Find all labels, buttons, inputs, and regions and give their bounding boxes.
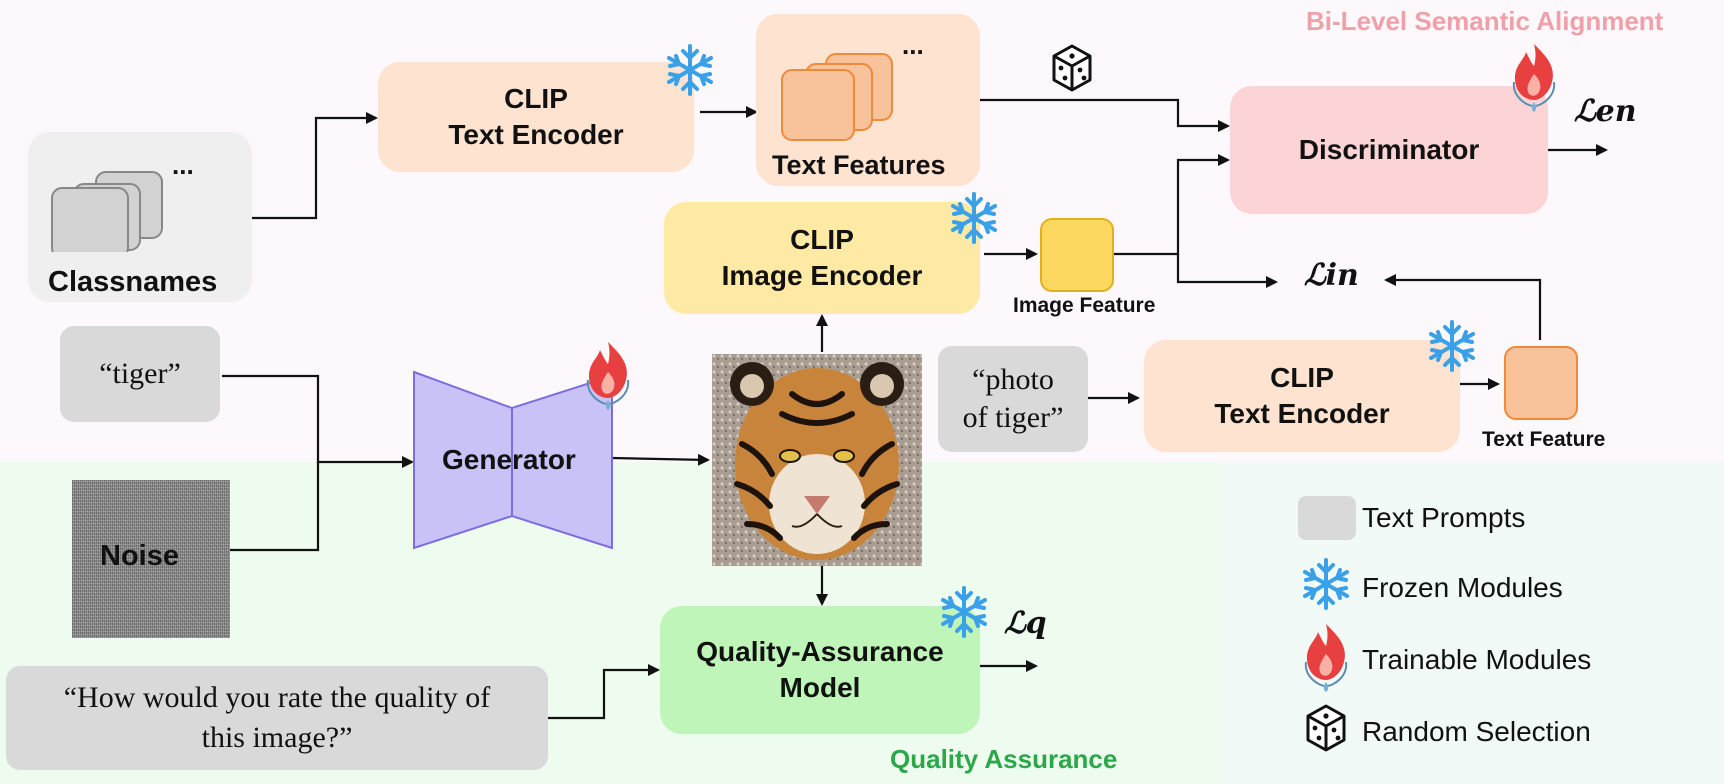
- classnames-ellipsis: ...: [172, 150, 194, 180]
- legend-frozen-modules: Frozen Modules: [1362, 572, 1563, 603]
- clip-text-encoder-right-line2: Text Encoder: [1214, 398, 1390, 429]
- tiger-image: [712, 354, 922, 566]
- arrow-noise-to-generator: [230, 462, 320, 552]
- clip-text-encoder-right-line1: CLIP: [1270, 362, 1334, 393]
- photo-prompt-line1: “photo: [972, 363, 1054, 396]
- generator-label: Generator: [442, 444, 576, 475]
- clip-text-encoder-top-line2: Text Encoder: [448, 119, 624, 150]
- arrow-tiger-to-generator: [222, 374, 414, 468]
- image-feature-square: [1040, 218, 1114, 292]
- qa-question-line1: “How would you rate the quality of: [63, 681, 491, 714]
- qa-question-prompt: “How would you rate the quality of this …: [6, 666, 548, 770]
- image-feature-label: Image Feature: [1013, 294, 1156, 317]
- qa-model: Quality-Assurance Model: [660, 606, 980, 734]
- classnames-panel: ... Classnames: [28, 132, 252, 302]
- noise-label: Noise: [100, 540, 179, 572]
- clip-text-encoder-right: CLIP Text Encoder: [1144, 340, 1460, 452]
- text-features-panel: ... Text Features: [756, 14, 980, 186]
- arrow-textfeature-to-lin: [1384, 274, 1542, 340]
- tiger-prompt: “tiger”: [60, 326, 220, 422]
- classnames-stack-icon: [51, 171, 163, 252]
- text-features-ellipsis: ...: [902, 30, 924, 60]
- arrow-feature-to-lin: [1176, 254, 1278, 288]
- loss-in: ℒin: [1304, 258, 1359, 293]
- text-feature-label: Text Feature: [1482, 428, 1606, 451]
- clip-image-encoder-line1: CLIP: [790, 224, 854, 255]
- text-features-stack-icon: [781, 53, 893, 141]
- arrow-generator-to-image: [611, 453, 710, 466]
- legend-text-prompts: Text Prompts: [1362, 502, 1526, 533]
- discriminator: Discriminator: [1230, 86, 1548, 214]
- loss-en: ℒen: [1574, 94, 1637, 129]
- arrow-features-to-discriminator: [978, 98, 1230, 132]
- arrow-feature-to-discriminator: [1112, 154, 1230, 256]
- arrow-classnames-to-text-encoder: [252, 112, 378, 220]
- photo-prompt: “photo of tiger”: [938, 346, 1088, 452]
- clip-image-encoder: CLIP Image Encoder: [664, 202, 980, 314]
- qa-model-line2: Model: [779, 672, 861, 703]
- text-features-label: Text Features: [772, 150, 946, 180]
- classnames-label: Classnames: [48, 266, 218, 298]
- bilevel-title: Bi-Level Semantic Alignment: [1306, 6, 1664, 36]
- noise-image: [72, 480, 230, 638]
- clip-text-encoder-top: CLIP Text Encoder: [378, 62, 694, 172]
- photo-prompt-line2: of tiger”: [962, 401, 1064, 434]
- qa-title: Quality Assurance: [890, 744, 1118, 774]
- clip-image-encoder-line2: Image Encoder: [721, 260, 923, 291]
- qa-model-line1: Quality-Assurance: [696, 636, 944, 667]
- arrow-question-to-qa: [548, 664, 660, 720]
- qa-question-line2: this image?”: [201, 721, 353, 754]
- clip-text-encoder-top-line1: CLIP: [504, 83, 568, 114]
- text-feature-square: [1504, 346, 1578, 420]
- loss-q: ℒq: [1004, 606, 1047, 641]
- legend-trainable-modules: Trainable Modules: [1362, 644, 1592, 675]
- legend-random-selection: Random Selection: [1362, 716, 1591, 747]
